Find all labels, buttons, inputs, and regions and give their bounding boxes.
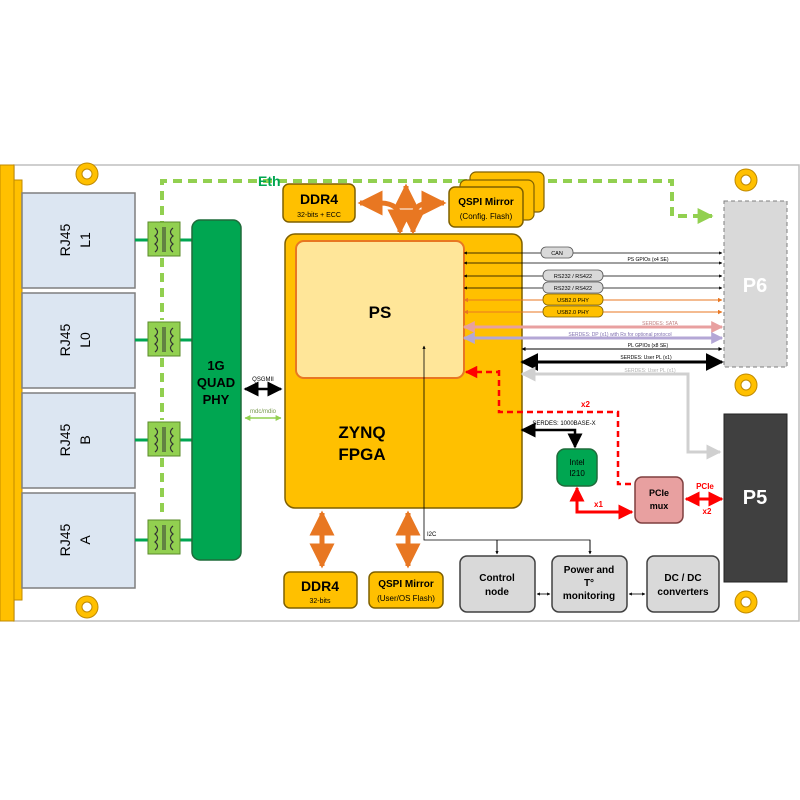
pcie-x1-label: x1 — [594, 500, 603, 509]
power-monitoring: Power and T° monitoring — [551, 555, 628, 613]
pcie-x2-label: x2 — [581, 400, 590, 409]
bus-labels: PS GPIOs (x4 SE) SERDES: SATA SERDES: DP… — [568, 257, 678, 374]
top-memory-arrows — [357, 183, 447, 235]
pcie-mux: PCIe mux — [634, 476, 684, 524]
svg-text:P6: P6 — [743, 275, 767, 297]
svg-text:SERDES: SATA: SERDES: SATA — [642, 321, 678, 327]
pcie-x1-link — [569, 486, 634, 520]
svg-text:SERDES: DP (x1) with Rx for op: SERDES: DP (x1) with Rx for optional pro… — [568, 332, 671, 338]
transformer-icons — [147, 221, 181, 555]
svg-text:DDR4: DDR4 — [300, 191, 338, 207]
svg-text:ZYNQ: ZYNQ — [338, 423, 385, 442]
svg-text:T°: T° — [584, 578, 594, 589]
mdio-label: mdc/mdio — [250, 409, 277, 415]
ddr4-bottom: DDR4 32-bits — [283, 571, 358, 609]
svg-text:USB2.0 PHY: USB2.0 PHY — [557, 298, 589, 304]
svg-text:Intel: Intel — [569, 458, 584, 467]
svg-text:PHY: PHY — [203, 392, 230, 407]
qsgmii-label: QSGMII — [252, 377, 274, 383]
dcdc-converters: DC / DC converters — [646, 555, 720, 613]
qspi-top: QSPI Mirror (Config. Flash) — [448, 171, 545, 228]
svg-text:FPGA: FPGA — [338, 445, 385, 464]
svg-text:DDR4: DDR4 — [301, 578, 339, 594]
ps-block: PS — [295, 240, 465, 379]
svg-text:Power and: Power and — [564, 565, 615, 576]
svg-text:B: B — [77, 435, 93, 444]
rj45-l1: RJ45 L1 — [21, 192, 136, 289]
pcie-label: PCIe — [696, 482, 714, 491]
pcie-p5-x2-label: x2 — [703, 507, 712, 516]
svg-text:RJ45: RJ45 — [57, 323, 73, 356]
bottom-memory-arrows — [309, 510, 421, 569]
svg-text:RJ45: RJ45 — [57, 523, 73, 556]
pcie-x2-link — [497, 370, 632, 486]
svg-text:Control: Control — [479, 573, 515, 584]
svg-text:32-bits: 32-bits — [309, 598, 331, 605]
ddr4-top: DDR4 32-bits + ECC — [282, 183, 356, 223]
qspi-bottom: QSPI Mirror (User/OS Flash) — [368, 571, 444, 609]
svg-text:monitoring: monitoring — [563, 591, 615, 602]
svg-text:DC / DC: DC / DC — [664, 573, 701, 584]
svg-text:1G: 1G — [207, 358, 224, 373]
svg-text:L0: L0 — [77, 332, 93, 348]
serdes-1000-link — [520, 422, 583, 449]
mounting-holes — [75, 162, 758, 619]
svg-text:RJ45: RJ45 — [57, 423, 73, 456]
eth-label: Eth — [258, 173, 281, 189]
svg-text:(Config. Flash): (Config. Flash) — [460, 212, 513, 221]
svg-text:PCIe: PCIe — [649, 488, 669, 498]
svg-text:PS: PS — [369, 303, 392, 322]
svg-text:QUAD: QUAD — [197, 375, 235, 390]
eth-link — [160, 179, 714, 245]
interface-pills: CAN RS232 / RS422 RS232 / RS422 USB2.0 P… — [540, 246, 604, 318]
p6-connector: P6 — [723, 200, 788, 368]
svg-text:USB2.0 PHY: USB2.0 PHY — [557, 310, 589, 316]
svg-text:mux: mux — [650, 501, 669, 511]
svg-text:SERDES: User PL (x1): SERDES: User PL (x1) — [624, 368, 676, 374]
svg-text:node: node — [485, 587, 509, 598]
svg-text:I210: I210 — [569, 469, 585, 478]
rj45-a: RJ45 A — [21, 492, 136, 589]
svg-text:QSPI Mirror: QSPI Mirror — [458, 197, 514, 208]
i2c-label: I2C — [427, 532, 437, 538]
svg-text:(User/OS Flash): (User/OS Flash) — [377, 594, 435, 603]
svg-text:PL GPIOs (x8 SE): PL GPIOs (x8 SE) — [628, 343, 669, 349]
svg-text:L1: L1 — [77, 232, 93, 248]
svg-text:RJ45: RJ45 — [57, 223, 73, 256]
control-node: Control node — [459, 555, 536, 613]
svg-text:RS232 / RS422: RS232 / RS422 — [554, 286, 592, 292]
quad-phy: 1G QUAD PHY — [191, 219, 242, 561]
rj45-l0: RJ45 L0 — [21, 292, 136, 389]
front-panel — [0, 164, 15, 622]
front-panel-rail — [13, 179, 23, 601]
rj45-b: RJ45 B — [21, 392, 136, 489]
serdes-1000-label: SERDES: 1000BASE-X — [532, 421, 595, 427]
svg-text:converters: converters — [657, 587, 709, 598]
svg-text:P5: P5 — [743, 487, 767, 509]
svg-text:QSPI Mirror: QSPI Mirror — [378, 579, 434, 590]
svg-text:SERDES: User PL (x1): SERDES: User PL (x1) — [620, 355, 672, 361]
svg-text:RS232 / RS422: RS232 / RS422 — [554, 274, 592, 280]
p5-connector: P5 — [723, 413, 788, 583]
svg-text:32-bits + ECC: 32-bits + ECC — [297, 212, 341, 219]
intel-i210: Intel I210 — [556, 448, 598, 487]
svg-text:A: A — [77, 535, 93, 545]
svg-text:CAN: CAN — [551, 251, 563, 257]
svg-text:PS GPIOs (x4 SE): PS GPIOs (x4 SE) — [627, 257, 668, 263]
